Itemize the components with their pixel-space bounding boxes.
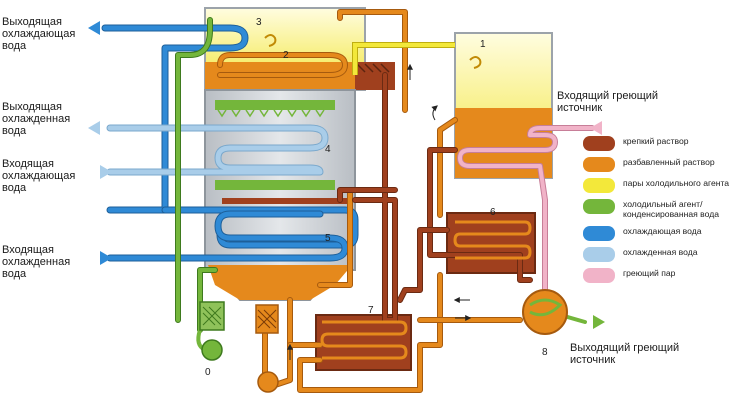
strong-solution-pipes [337,72,533,323]
component-number-8: 8 [542,347,548,358]
label-incoming-heating-source: Входящий греющий источник [557,90,659,114]
label-incoming-chilled-water: Входящая охлажденная вода [2,244,71,280]
component-number-7: 7 [368,305,374,316]
component-number-1: 1 [480,39,486,50]
legend-swatch [583,226,615,241]
hx7-coil [320,320,408,360]
legend-item-strong-solution: крепкий раствор [583,136,753,154]
label-outgoing-heating-source: Выходящий греющий источник [570,342,680,366]
outlet-cooling-arrow [88,21,100,35]
label-incoming-cooling-water: Входящая охлаждающая вода [2,158,76,194]
legend-label: разбавленный раствор [623,157,715,167]
inlet-steam-arrow [590,121,602,135]
component-number-2: 2 [283,50,289,61]
component-number-4: 4 [325,144,331,155]
legend-label: крепкий раствор [623,136,689,146]
chilled-water-pipes [106,124,329,176]
legend-label: охлажденная вода [623,247,698,257]
swirl-icon-3 [264,34,277,47]
pump-dilute [255,304,279,393]
label-outgoing-chilled-water: Выходящая охлажденная вода [2,101,71,137]
evaporator-absorber-shell [204,89,356,301]
legend-label: охлаждающая вода [623,226,702,236]
component-number-5: 5 [325,233,331,244]
legend-item-chilled-water: охлажденная вода [583,247,753,265]
legend-label: греющий пар [623,268,676,278]
inlet-chilled-arrow [100,251,112,265]
legend-swatch [583,157,615,172]
component-number-0: 0 [205,367,211,378]
pump-0 [199,301,225,361]
component-numbers: 0 1 2 3 4 5 6 7 8 [205,17,548,378]
legend-item-dilute-solution: разбавленный раствор [583,157,753,175]
port-arrows [88,21,605,329]
heat-exchanger-7 [315,314,412,371]
swirl-icon-1 [469,56,482,69]
legend-swatch [583,199,615,214]
legend-swatch [583,247,615,262]
generator-1 [454,32,553,179]
legend-item-heating-steam: греющий пар [583,268,753,286]
steam-pipes [457,125,595,303]
legend-item-refrigerant-vapor: пары холодильного агента [583,178,753,196]
component-number-6: 6 [490,207,496,218]
vapor-pipes [352,42,455,75]
legend-item-refrigerant-condensate: холодильный агент/ конденсированная вода [583,199,753,219]
vapor-swirl-icons [264,34,482,69]
legend-label: пары холодильного агента [623,178,730,188]
label-outgoing-cooling-water: Выходящая охлаждающая вода [2,16,76,52]
outlet-heating-arrow [593,315,605,329]
legend-item-cooling-water: охлаждающая вода [583,226,753,244]
inlet-cooling-arrow [100,165,112,179]
heat-recovery-8 [522,289,568,335]
flow-arrows [287,63,472,360]
legend-swatch [583,178,615,193]
legend-swatch [583,268,615,283]
outlet-chilled-arrow [88,121,100,135]
legend-swatch [583,136,615,151]
component-number-3: 3 [256,17,262,28]
legend-label: холодильный агент/ конденсированная вода [623,199,719,219]
hx6-coil [453,220,532,260]
